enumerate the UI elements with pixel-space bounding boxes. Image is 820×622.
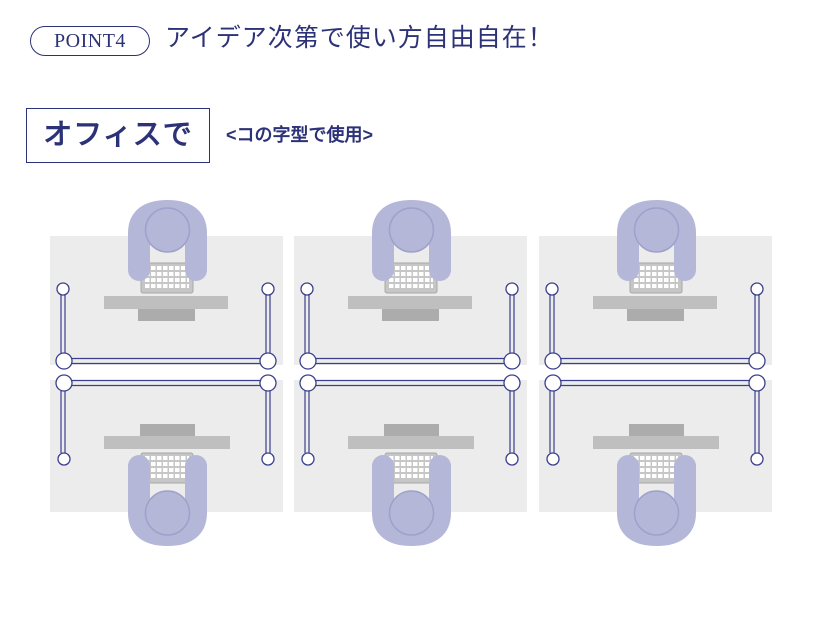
partition-joint [301,452,315,466]
partition-joint [300,282,314,296]
person-head-bottom [388,490,435,536]
partition-joint [505,452,519,466]
partition-joint [299,352,317,370]
partition-joint [503,352,521,370]
person-head-top [144,207,191,253]
person-head-bottom [633,490,680,536]
partition-joint [56,282,70,296]
partition-joint [546,452,560,466]
partition-joint [748,352,766,370]
partition-joint [299,374,317,392]
monitor-bottom [104,436,230,449]
monitor-stand-top [627,309,684,321]
monitor-stand-bottom [140,424,195,437]
monitor-top [104,296,228,309]
person-head-bottom [144,490,191,536]
section-subtitle: <コの字型で使用> [226,125,374,145]
partition-joint [57,452,71,466]
person-head-top [633,207,680,253]
headline: アイデア次第で使い方自由自在！ [165,25,554,52]
monitor-bottom [348,436,474,449]
monitor-stand-top [382,309,439,321]
monitor-top [348,296,472,309]
partition-joint [750,452,764,466]
monitor-top [593,296,717,309]
partition-joint [259,352,277,370]
partition-joint [544,352,562,370]
desk-unit-1 [50,199,283,547]
point-badge: POINT4 [30,26,150,56]
partition-joint [505,282,519,296]
monitor-bottom [593,436,719,449]
partition-joint [544,374,562,392]
monitor-stand-bottom [384,424,439,437]
partition-joint [259,374,277,392]
desk-unit-3 [539,199,772,547]
partition-joint [261,282,275,296]
partition-joint [503,374,521,392]
person-head-top [388,207,435,253]
partition-joint [261,452,275,466]
partition-joint [55,352,73,370]
partition-joint [748,374,766,392]
monitor-stand-bottom [629,424,684,437]
partition-joint [545,282,559,296]
desk-unit-2 [294,199,527,547]
monitor-stand-top [138,309,195,321]
partition-joint [750,282,764,296]
section-title: オフィスで [26,108,210,163]
partition-joint [55,374,73,392]
